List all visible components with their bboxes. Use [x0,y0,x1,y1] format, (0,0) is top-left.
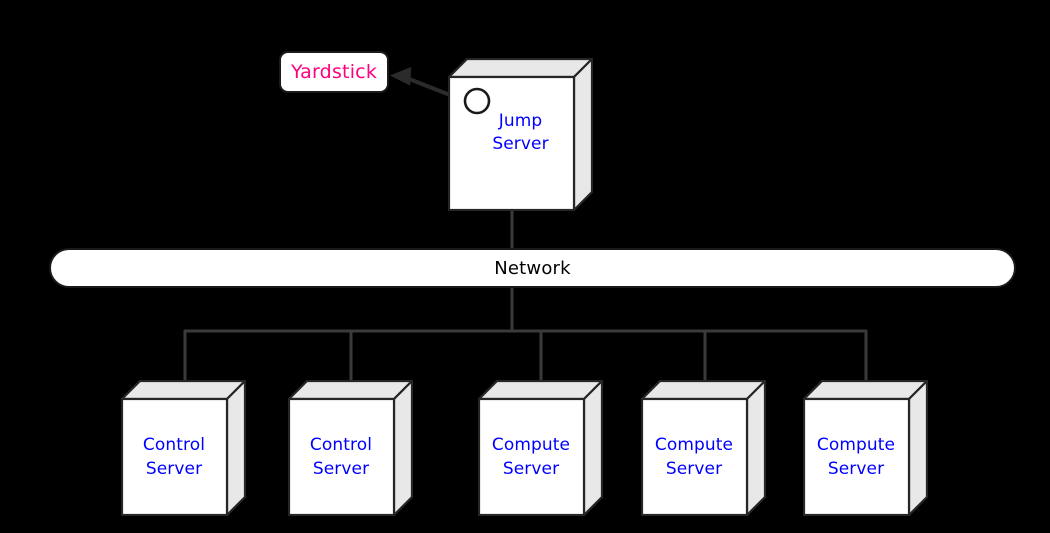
yardstick-component-box[interactable]: Yardstick [279,51,389,93]
jump-server-node[interactable]: Jump Server [448,58,593,211]
compute-server-node-1[interactable]: Compute Server [478,380,603,516]
compute-server-node-2[interactable]: Compute Server [641,380,766,516]
jump-server-box-shape [448,58,593,211]
server-box-shape [803,380,928,516]
control-server-node-2[interactable]: Control Server [288,380,413,516]
provided-interface-icon [463,87,491,115]
server-box-shape [641,380,766,516]
network-bar[interactable]: Network [49,248,1016,288]
server-box-shape [478,380,603,516]
network-label: Network [494,257,571,279]
yardstick-label: Yardstick [290,61,378,83]
compute-server-node-3[interactable]: Compute Server [803,380,928,516]
control-server-node-1[interactable]: Control Server [121,380,246,516]
server-box-shape [121,380,246,516]
server-box-shape [288,380,413,516]
